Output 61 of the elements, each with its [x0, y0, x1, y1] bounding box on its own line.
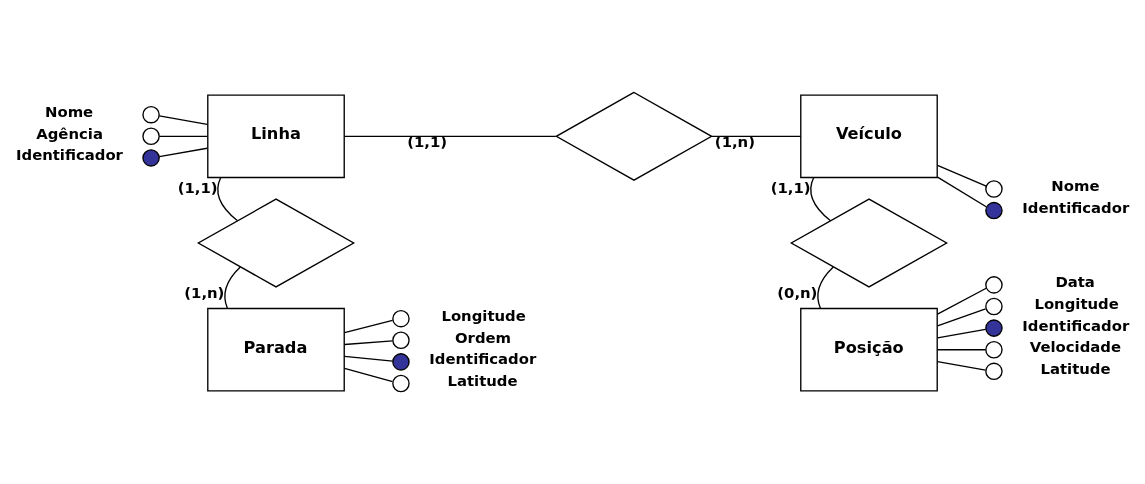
node-label: Data [1055, 273, 1095, 292]
node-label: Ordem [454, 328, 512, 347]
edge-label: (1,n) [184, 284, 225, 303]
connector [343, 340, 394, 346]
node-label: Identificador [15, 146, 123, 165]
connector [936, 360, 987, 371]
connector [343, 135, 557, 137]
edge-label: (0,n) [777, 284, 818, 303]
node-label: Longitude [441, 307, 526, 326]
connector [810, 177, 831, 222]
connector [343, 319, 394, 334]
node-circle [985, 297, 1003, 316]
node-label: Velocidade [1029, 338, 1121, 357]
node-dot [985, 319, 1003, 337]
node-circle [392, 331, 410, 350]
connector [711, 135, 802, 137]
node-label: Agência [36, 124, 103, 143]
node-diamond [554, 91, 713, 181]
node-dot [392, 353, 410, 371]
node-label: Latitude [1040, 359, 1111, 378]
node-diamond [789, 198, 949, 288]
edge-label: (1,n) [714, 132, 755, 151]
node-circle [985, 276, 1003, 294]
connector [936, 308, 987, 327]
node-label: Identificador [1022, 316, 1130, 335]
connector [817, 266, 834, 310]
edge-label: (1,1) [407, 132, 448, 151]
node-dot [985, 201, 1003, 220]
node-circle [985, 340, 1003, 359]
connector [936, 349, 987, 351]
node-circle [142, 127, 160, 146]
connector [936, 328, 987, 339]
connector [936, 164, 987, 187]
connector [936, 176, 987, 208]
node-label: Longitude [1034, 294, 1119, 313]
connector [158, 147, 208, 158]
connector [224, 266, 241, 310]
edge-label: (1,1) [770, 179, 811, 198]
node-label: Nome [45, 103, 94, 122]
connector [158, 115, 208, 126]
connector [217, 177, 238, 222]
node-box: Parada [207, 307, 345, 392]
connector [343, 355, 394, 362]
node-circle [392, 309, 410, 328]
node-circle [985, 180, 1003, 198]
connector [343, 367, 394, 383]
node-circle [392, 374, 410, 393]
edge-label: (1,1) [177, 179, 218, 198]
node-label: Latitude [447, 371, 518, 390]
node-diamond [196, 198, 356, 288]
node-label: Identificador [429, 350, 537, 369]
node-label: Nome [1051, 177, 1100, 196]
node-box: Linha [207, 94, 345, 179]
node-box: Veículo [800, 94, 938, 179]
connector [158, 135, 208, 137]
connector [936, 287, 987, 315]
node-circle [985, 362, 1003, 381]
node-label: Identificador [1022, 199, 1130, 218]
node-dot [142, 149, 160, 167]
node-circle [142, 105, 160, 124]
node-box: Posição [800, 307, 938, 392]
